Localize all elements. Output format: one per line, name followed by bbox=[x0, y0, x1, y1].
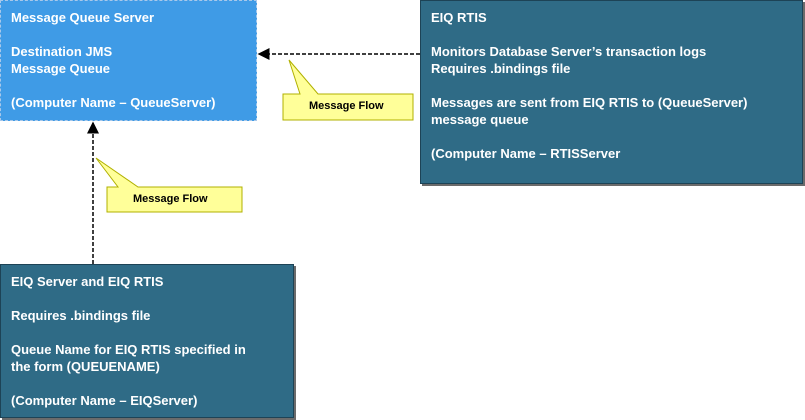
eiq-bindings: Requires .bindings file bbox=[11, 308, 151, 323]
message-flow-callout-left bbox=[95, 157, 243, 213]
eiq-computer-name: (Computer Name – EIQServer) bbox=[11, 393, 198, 408]
rtis-messages: Messages are sent from EIQ RTIS to (Queu… bbox=[431, 95, 748, 110]
message-flow-callout-top bbox=[282, 59, 414, 121]
mq-queue: Message Queue bbox=[11, 61, 110, 76]
rtis-messages-cont: message queue bbox=[431, 112, 529, 127]
mq-computer-name: (Computer Name – QueueServer) bbox=[11, 95, 216, 110]
message-flow-label-top: Message Flow bbox=[309, 100, 384, 112]
mq-destination: Destination JMS bbox=[11, 44, 113, 59]
rtis-computer-name: (Computer Name – RTISServer bbox=[431, 146, 621, 161]
eiq-queue-name: Queue Name for EIQ RTIS specified in bbox=[11, 342, 246, 357]
message-queue-server-box: Message Queue Server Destination JMS Mes… bbox=[0, 0, 257, 121]
mq-title: Message Queue Server bbox=[11, 10, 155, 25]
eiq-title: EIQ Server and EIQ RTIS bbox=[11, 274, 164, 289]
eiq-server-box: EIQ Server and EIQ RTIS Requires .bindin… bbox=[0, 264, 294, 418]
rtis-monitors: Monitors Database Server’s transaction l… bbox=[431, 44, 707, 59]
rtis-bindings: Requires .bindings file bbox=[431, 61, 571, 76]
eiq-queue-form: the form (QUEUENAME) bbox=[11, 359, 160, 374]
rtis-title: EIQ RTIS bbox=[431, 10, 487, 25]
message-flow-label-left: Message Flow bbox=[133, 193, 208, 205]
eiq-rtis-box: EIQ RTIS Monitors Database Server’s tran… bbox=[420, 0, 803, 184]
